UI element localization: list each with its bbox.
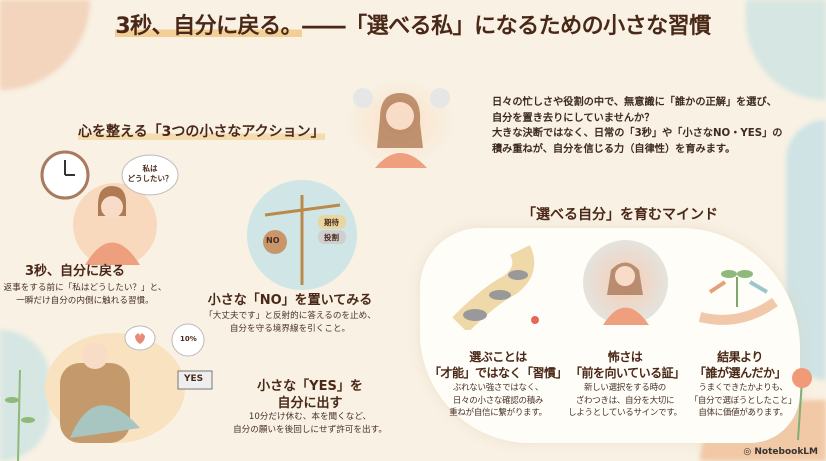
desc-line: 「自分で選ぼうとしたこと」	[689, 395, 797, 406]
desc-line: 自分を守る境界線を引くこと。	[229, 324, 351, 334]
intro-line: 日々の忙しさや役割の中で、無意識に「誰かの正解」を選び、	[492, 97, 777, 108]
actions-heading-text: 心を整える「3つの小さなアクション」	[78, 124, 325, 140]
mind-heading: 「選べる自分」を育むマインド	[522, 207, 718, 223]
intro-line: 積み重ねが、自分を信じる力（自律性）を育みます。	[492, 143, 736, 155]
action2-desc: 「大丈夫です」と反射的に答えるのを止め、自分を守る境界線を引くこと。	[195, 310, 385, 336]
desc-line: 返事をする前に「私はどうしたい？」と、	[3, 283, 167, 293]
intro-line: 自分を置き去りにしていませんか？	[492, 112, 655, 124]
page-title: 3秒、自分に戻る。――「選べる私」になるための小さな習慣	[0, 8, 826, 40]
desc-line: ぶれない強さではなく、	[452, 383, 544, 393]
mind3-title: 結果より「誰が選んだか」	[690, 349, 790, 381]
desc-line: 一瞬だけ自分の内側に触れる習慣。	[16, 296, 154, 306]
yes-sign: YES	[184, 374, 204, 384]
action1-desc: 返事をする前に「私はどうしたい？」と、一瞬だけ自分の内側に触れる習慣。	[0, 282, 170, 308]
thought-bubble: 私はどうしたい？	[124, 164, 176, 184]
mind1-title: 選ぶことは「才能」ではなく「習慣」	[428, 349, 568, 381]
actions-heading: 心を整える「3つの小さなアクション」	[78, 121, 325, 141]
mind2-title: 怖さは「前を向いている証」	[570, 349, 685, 381]
desc-line: 自体に価値があります。	[698, 408, 788, 418]
scale-illustration: NO 期待 投割	[240, 170, 365, 295]
no-label: NO	[266, 236, 280, 245]
sprout-hand-illustration	[695, 252, 785, 327]
mind1-desc: ぶれない強さではなく、日々の小さな確認の積み重ねが自信に繋がります。	[438, 382, 558, 420]
title-line: 「才能」ではなく「習慣」	[428, 366, 568, 380]
intro-line: 大きな決断ではなく、日常の「3秒」や「小さなNO・YES」の	[492, 128, 783, 139]
mind2-desc: 新しい選択をする時のざわつきは、自分を大切にしようとしているサインです。	[565, 382, 685, 420]
desc-line: 「大丈夫です」と反射的に答えるのを止め、	[204, 311, 376, 321]
notebooklm-badge: ◎ NotebookLM	[743, 447, 818, 457]
intro-text: 日々の忙しさや役割の中で、無意識に「誰かの正解」を選び、 自分を置き去りにしてい…	[492, 95, 818, 157]
action1-illustration: 私はどうしたい？	[40, 150, 190, 267]
title-line: 選ぶことは	[469, 350, 527, 364]
stepping-stones-illustration	[450, 245, 550, 333]
badge-text: NotebookLM	[754, 447, 818, 457]
desc-line: うまくできたかよりも、	[698, 383, 788, 393]
title-line: 「前を向いている証」	[570, 366, 685, 380]
desc-line: 重ねが自信に繋がります。	[449, 408, 547, 418]
desc-line: 自分の願いを後回しにせず許可を出す。	[233, 425, 387, 435]
desc-line: しようとしているサインです。	[568, 408, 682, 418]
action3-title: 小さな「YES」を自分に出す	[230, 378, 390, 412]
brave-woman-illustration	[583, 240, 668, 325]
title-line: 「誰が選んだか」	[693, 366, 787, 380]
action2-title: 小さな「NO」を置いてみる	[207, 293, 373, 308]
relaxing-woman-illustration: 10% YES	[40, 318, 220, 443]
desc-line: 10分だけ休む、本を聞くなど、	[248, 412, 372, 422]
desc-line: 新しい選択をする時の	[583, 383, 666, 393]
action3-desc: 10分だけ休む、本を聞くなど、自分の願いを後回しにせず許可を出す。	[215, 411, 405, 437]
title-highlight: 3秒、自分に戻る。	[115, 14, 303, 39]
mind3-desc: うまくできたかよりも、「自分で選ぼうとしたこと」自体に価値があります。	[688, 382, 798, 420]
battery-label: 10%	[180, 335, 197, 343]
bubble-line: 私は	[142, 164, 158, 173]
title-line: 怖さは	[607, 350, 643, 364]
title-line: 結果より	[717, 350, 763, 364]
leaf-decoration	[5, 370, 35, 461]
action1-title: 3秒、自分に戻る	[24, 264, 126, 279]
title-line: 自分に出す	[277, 396, 343, 411]
thinking-woman-illustration	[345, 78, 455, 168]
flower-decoration	[792, 368, 812, 440]
title-line: 小さな「YES」を	[257, 379, 363, 394]
bubble-line: どうしたい？	[127, 174, 173, 183]
desc-line: 日々の小さな確認の積み	[452, 395, 544, 406]
title-subtitle: ――「選べる私」になるための小さな習慣	[302, 14, 711, 39]
desc-line: ざわつきは、自分を大切に	[575, 395, 675, 406]
expectation-label: 期待	[324, 218, 339, 227]
role-label: 投割	[324, 233, 339, 242]
